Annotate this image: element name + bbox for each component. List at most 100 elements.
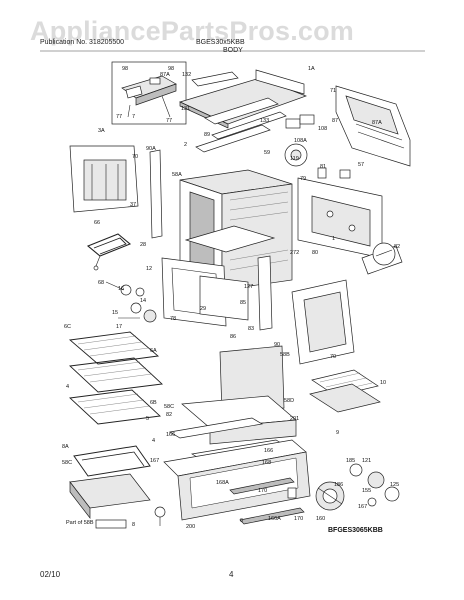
burner-parts — [105, 281, 157, 323]
callout-70: 70 — [132, 154, 138, 160]
callout-125: 125 — [390, 482, 399, 488]
callout-66: 66 — [94, 220, 100, 226]
callout-186: 186 — [334, 482, 343, 488]
callout-90: 90 — [274, 342, 280, 348]
callout-87a: 87A — [372, 120, 382, 126]
callout-8: 8 — [132, 522, 135, 528]
callout-168a: 168A — [216, 480, 229, 486]
callout-57: 57 — [358, 162, 364, 168]
callout-166: 166 — [264, 448, 273, 454]
callout-70: 70 — [330, 354, 336, 360]
section-title: BODY — [223, 47, 243, 54]
callout-166a: 166A — [268, 516, 281, 522]
callout-4: 4 — [152, 438, 155, 444]
callout-6a: 6A — [150, 348, 157, 354]
watermark: AppliancePartsPros.com — [30, 16, 355, 46]
lower-element-58c — [69, 445, 151, 529]
callout-201: 201 — [290, 416, 299, 422]
callout-37: 37 — [130, 202, 136, 208]
rear-panel-71 — [335, 85, 411, 167]
callout-132: 132 — [182, 72, 191, 78]
callout-108: 108 — [318, 126, 327, 132]
drawer-slides — [229, 477, 305, 525]
footer-date: 02/10 — [40, 570, 61, 579]
callout-16: 16 — [118, 286, 124, 292]
callout-58a: 58A — [172, 172, 182, 178]
callout-17: 17 — [116, 324, 122, 330]
callout-71: 71 — [330, 88, 336, 94]
callout-133: 133 — [260, 118, 269, 124]
side-panel-83 — [257, 255, 273, 331]
callout-1: 1 — [332, 236, 335, 242]
publication-number: Publication No. 318205500 — [40, 39, 125, 46]
broil-element-66 — [86, 233, 132, 271]
part-132 — [191, 71, 239, 87]
model-number: BGES30x5KBB — [196, 39, 245, 46]
diagram-code: BFGES3065KBB — [328, 527, 383, 534]
callout-10: 10 — [380, 380, 386, 386]
oven-front-frame — [161, 257, 249, 327]
callout-127: 127 — [244, 284, 253, 290]
control-board-inset — [111, 61, 187, 125]
callout-185: 185 — [346, 458, 355, 464]
callout-170: 170 — [294, 516, 303, 522]
callout-87a: 87A — [160, 72, 170, 78]
callout-200: 200 — [186, 524, 195, 530]
callout-15: 15 — [112, 310, 118, 316]
callout-14: 14 — [140, 298, 146, 304]
callout-77: 77 — [166, 118, 172, 124]
convection-fan-assembly — [315, 463, 400, 511]
callout-78: 78 — [170, 316, 176, 322]
callout-166: 166 — [166, 432, 175, 438]
callout-170: 170 — [258, 488, 267, 494]
callout-81: 81 — [320, 164, 326, 170]
callout-68: 68 — [98, 280, 104, 286]
callout-6b: 6B — [150, 400, 157, 406]
oven-cavity-body — [179, 169, 293, 291]
callout-77: 77 — [116, 114, 122, 120]
callout-87: 87 — [332, 118, 338, 124]
callout-83: 83 — [248, 326, 254, 332]
callout-167: 167 — [150, 458, 159, 464]
callout-6c: 6C — [64, 324, 71, 330]
callout-155: 155 — [362, 488, 371, 494]
drawer-front-200 — [154, 439, 311, 526]
callout-12: 12 — [146, 266, 152, 272]
side-trim-90a — [149, 149, 163, 239]
callout-168: 168 — [262, 460, 271, 466]
callout-labels: 98 98 87A 77 77 7 131 132 1A 71 87 87A 1… — [62, 66, 400, 530]
oven-racks — [68, 331, 164, 425]
callout-79: 79 — [300, 176, 306, 182]
callout-29: 29 — [200, 306, 206, 312]
callout-86: 86 — [230, 334, 236, 340]
callout-89: 89 — [204, 132, 210, 138]
callout-85: 85 — [240, 300, 246, 306]
callout-3a: 3A — [98, 128, 105, 134]
callout-59: 59 — [264, 150, 270, 156]
callout-28: 28 — [140, 242, 146, 248]
callout-58d: 58D — [284, 398, 294, 404]
callout-58b: 58B — [280, 352, 290, 358]
callout-8a: 8A — [62, 444, 69, 450]
footer-page-number: 4 — [229, 570, 234, 579]
callout-167: 167 — [358, 504, 367, 510]
callout-82: 82 — [166, 412, 172, 418]
callout-119: 119 — [290, 156, 299, 162]
callout-80: 80 — [312, 250, 318, 256]
side-panel-70 — [291, 279, 355, 365]
callout-2: 2 — [184, 142, 187, 148]
callout-part-of-58b: Part of 58B — [66, 520, 94, 526]
callout-160: 160 — [316, 516, 325, 522]
callout-58c: 58C — [62, 460, 72, 466]
callout-9: 9 — [336, 430, 339, 436]
callout-58c: 58C — [164, 404, 174, 410]
callout-4: 4 — [66, 384, 69, 390]
top-panel-assembly — [179, 69, 315, 167]
callout-6: 6 — [240, 518, 243, 524]
callout-131: 131 — [181, 106, 190, 112]
callout-82: 82 — [394, 244, 400, 250]
callout-121: 121 — [362, 458, 371, 464]
callout-90a: 90A — [146, 146, 156, 152]
